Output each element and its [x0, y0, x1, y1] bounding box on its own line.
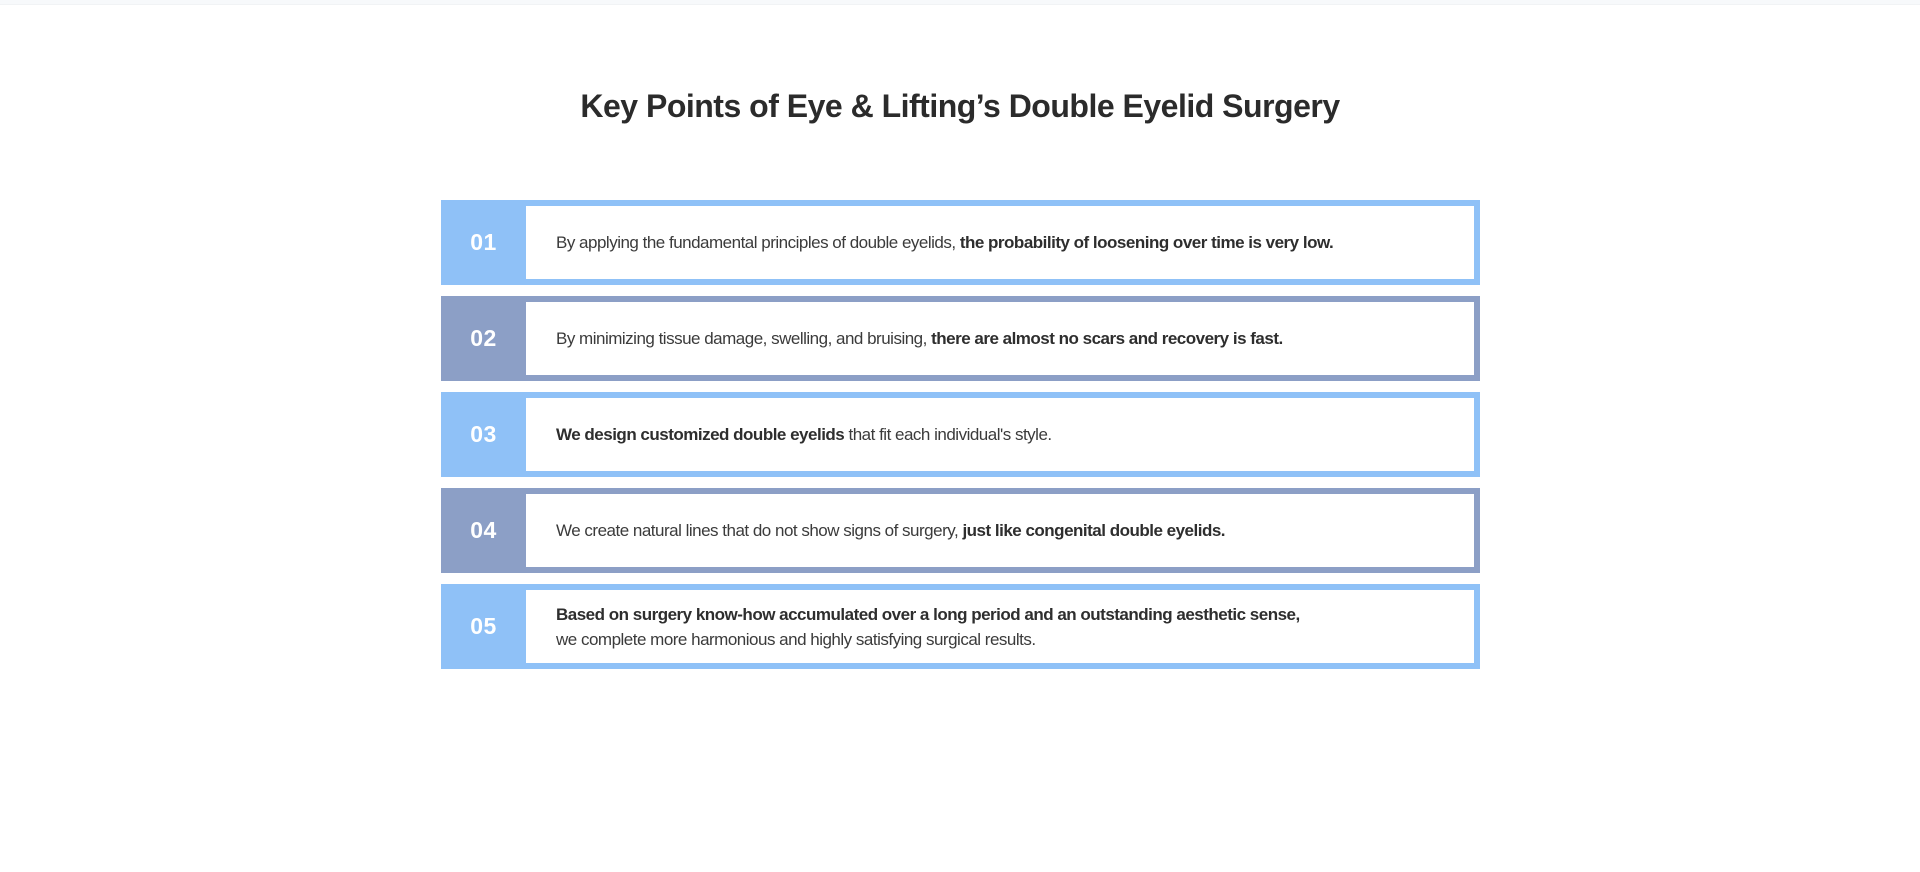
key-point-number: 01 [470, 229, 497, 255]
key-point-text-line: By minimizing tissue damage, swelling, a… [556, 326, 1460, 351]
key-point-text-line: By applying the fundamental principles o… [556, 230, 1460, 255]
key-point-text-bold: there are almost no scars and recovery i… [931, 329, 1283, 348]
key-point-text-box: Based on surgery know-how accumulated ov… [526, 590, 1474, 663]
key-point-text-box: We create natural lines that do not show… [526, 494, 1474, 567]
key-point-text-line: we complete more harmonious and highly s… [556, 627, 1460, 652]
key-point-text-box: By minimizing tissue damage, swelling, a… [526, 302, 1474, 375]
key-point-text-regular: By minimizing tissue damage, swelling, a… [556, 329, 932, 348]
key-point-number: 02 [470, 325, 497, 351]
key-point-text-box: By applying the fundamental principles o… [526, 206, 1474, 279]
key-point-number: 03 [470, 421, 497, 447]
key-point-text-regular: By applying the fundamental principles o… [556, 233, 960, 252]
key-point-number: 05 [470, 613, 497, 639]
key-point-row: 02 By minimizing tissue damage, swelling,… [441, 296, 1480, 381]
key-point-row: 05 Based on surgery know-how accumulated … [441, 584, 1480, 669]
key-point-row: 03 We design customized double eyelids th… [441, 392, 1480, 477]
top-strip [0, 0, 1920, 5]
key-point-text-regular: that fit each individual's style. [844, 425, 1052, 444]
key-point-row: 01 By applying the fundamental principles… [441, 200, 1480, 285]
key-point-text-line: We design customized double eyelids that… [556, 422, 1460, 447]
key-point-number: 04 [470, 517, 497, 543]
key-point-row: 04 We create natural lines that do not sh… [441, 488, 1480, 573]
key-point-text-bold: just like congenital double eyelids. [962, 521, 1226, 540]
page-title: Key Points of Eye & Lifting’s Double Eye… [580, 88, 1340, 124]
key-point-text-line: We create natural lines that do not show… [556, 518, 1460, 543]
key-points-list: 01 By applying the fundamental principles… [441, 200, 1480, 680]
key-point-text-bold: Based on surgery know-how accumulated ov… [556, 604, 1300, 624]
key-point-text-line: Based on surgery know-how accumulated ov… [556, 602, 1460, 627]
key-point-text-bold: the probability of loosening over time i… [959, 233, 1334, 252]
key-point-text-regular: We create natural lines that do not show… [556, 521, 963, 540]
key-point-text-regular: we complete more harmonious and highly s… [556, 629, 1036, 649]
key-point-text-bold: We design customized double eyelids [556, 425, 845, 444]
key-point-text-box: We design customized double eyelids that… [526, 398, 1474, 471]
